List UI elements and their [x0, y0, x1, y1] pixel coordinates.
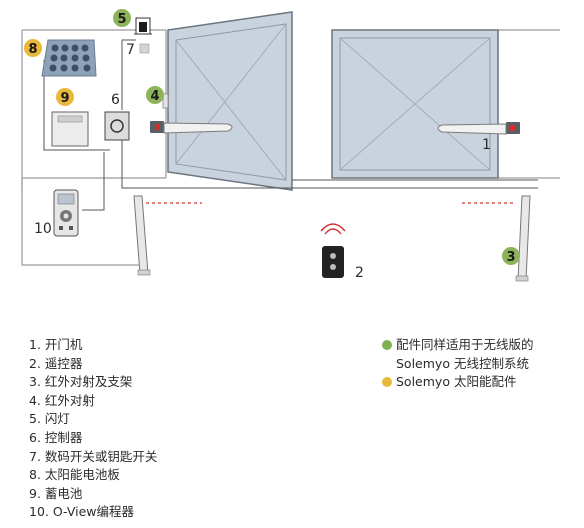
callout-number-5: 5 [117, 12, 126, 27]
accessory-notes: 配件同样适用于无线版的 Solemyo 无线控制系统 Solemyo 太阳能配件 [382, 336, 534, 392]
callout-number-10: 10 [34, 221, 52, 237]
legend-item: 4. 红外对射 [29, 392, 95, 408]
legend-item: 1. 开门机 [29, 337, 83, 352]
callout-number-2: 2 [355, 265, 364, 281]
gate-left-open [167, 11, 293, 191]
gate-opener-arm-right [437, 122, 520, 135]
photocell-icon [162, 93, 169, 109]
oview-programmer-icon [53, 189, 79, 237]
wiring [43, 39, 538, 211]
callout-badge-8 [24, 39, 42, 57]
callout-badge-5 [113, 9, 131, 27]
legend-item: 9. 蓄电池 [29, 485, 83, 501]
note-yellow: Solemyo 太阳能配件 [382, 373, 534, 392]
battery-icon [51, 111, 89, 147]
note-green: 配件同样适用于无线版的 [382, 336, 534, 355]
legend-item: 5. 闪灯 [29, 411, 70, 427]
photocell-column-left [133, 195, 151, 276]
green-dot-icon [382, 340, 392, 350]
gate-right-closed [331, 29, 499, 179]
legend-item: 10. O-View编程器 [29, 504, 134, 520]
yellow-dot-icon [382, 377, 392, 388]
note-green-cont: Solemyo 无线控制系统 [382, 355, 534, 374]
legend-item: 2. 遥控器 [29, 355, 83, 371]
solar-panel-icon [41, 39, 97, 77]
legend-item: 6. 控制器 [29, 429, 83, 445]
callout-number-6: 6 [111, 92, 120, 108]
gate-installation-diagram: 5 8 9 4 3 7 6 1 10 2 [21, 9, 560, 282]
callout-number-8: 8 [28, 42, 37, 57]
photocell-column-right [515, 195, 531, 282]
callout-number-7: 7 [126, 42, 135, 58]
note-green-line2: Solemyo 无线控制系统 [396, 355, 529, 371]
legend-item: 8. 太阳能电池板 [29, 467, 120, 483]
callout-number-3: 3 [506, 250, 515, 265]
remote-control-icon [320, 223, 346, 278]
legend-item: 7. 数码开关或钥匙开关 [29, 448, 158, 464]
control-unit-icon [104, 111, 130, 141]
callout-badge-4 [146, 86, 164, 104]
legend-item: 3. 红外对射及支架 [29, 374, 133, 390]
gate-opener-arm-left [150, 121, 233, 134]
callout-number-9: 9 [60, 91, 69, 106]
component-legend: 1. 开门机 2. 遥控器 3. 红外对射及支架 4. 红外对射 5. 闪灯 6… [29, 336, 157, 522]
callout-number-1: 1 [482, 137, 491, 153]
keypad-switch-icon [139, 43, 150, 54]
callout-badge-9 [56, 88, 74, 106]
note-green-line1: 配件同样适用于无线版的 [396, 337, 534, 352]
callout-badge-3 [502, 247, 520, 265]
callout-number-4: 4 [150, 89, 159, 104]
note-yellow-line1: Solemyo 太阳能配件 [396, 374, 517, 390]
flashing-light-icon [134, 17, 152, 35]
